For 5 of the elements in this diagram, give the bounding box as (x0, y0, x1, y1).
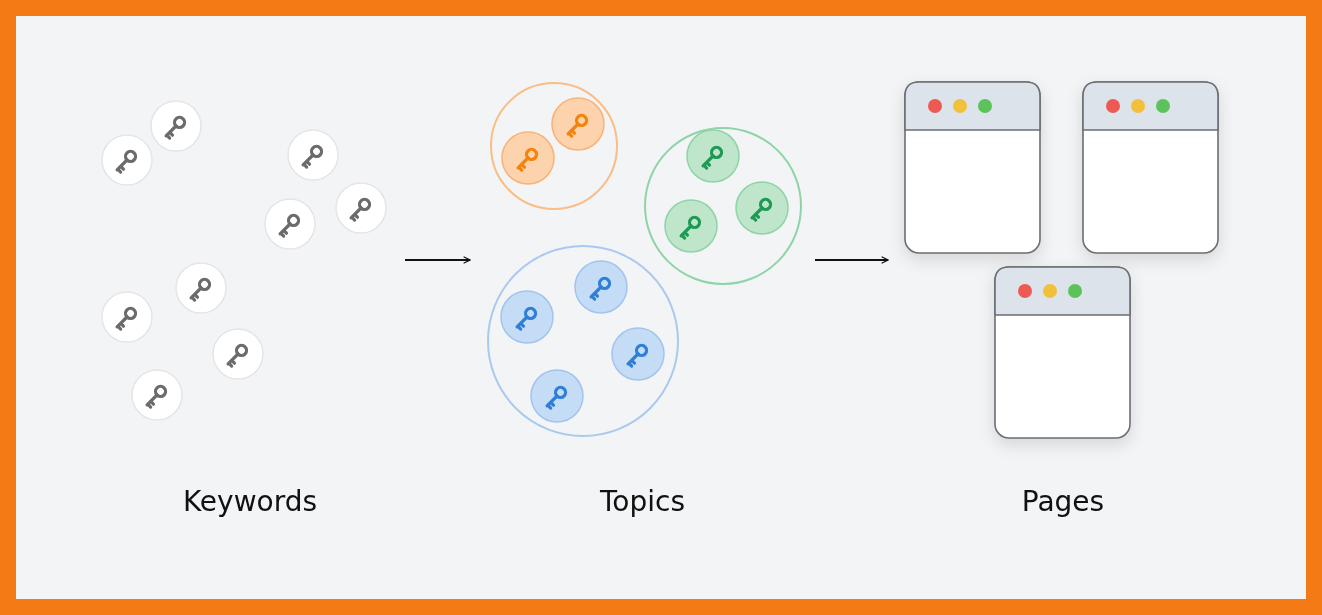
arrow (814, 256, 889, 264)
column-heading: Keywords (182, 485, 318, 518)
column-heading: Topics (600, 485, 685, 518)
arrow (404, 256, 471, 264)
column-heading: Pages (1021, 485, 1105, 518)
